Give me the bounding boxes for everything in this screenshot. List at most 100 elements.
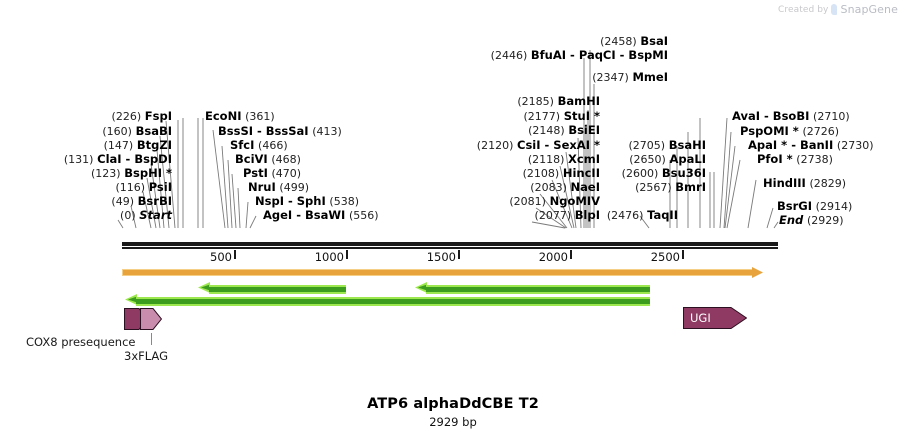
enzyme-pos: (2929): [806, 214, 844, 227]
enzyme-label-bsahi[interactable]: (2705) BsaHI: [628, 139, 706, 152]
enzyme-label-bsai[interactable]: (2458) BsaI: [600, 35, 668, 48]
green-arrow-left-3[interactable]: [125, 294, 650, 306]
enzyme-label-nrui[interactable]: NruI (499): [248, 181, 309, 194]
enzyme-label-pfoi[interactable]: PfoI * (2738): [757, 153, 833, 166]
ruler-label-2500: 2500: [650, 250, 680, 264]
enzyme-pos: (2120): [476, 139, 514, 152]
enzyme-name: ApaI * - BanII: [748, 138, 834, 152]
enzyme-name: BamHI: [557, 94, 600, 108]
sequence-length: 2929 bp: [429, 415, 477, 429]
enzyme-label-bcivi[interactable]: BciVI (468): [235, 153, 301, 166]
enzyme-pos: (556): [348, 209, 379, 222]
enzyme-pos: (2347): [592, 71, 629, 84]
enzyme-label-fspi[interactable]: (226) FspI: [112, 110, 172, 123]
enzyme-label-end[interactable]: End (2929): [779, 214, 844, 227]
enzyme-pos: (116): [115, 181, 146, 194]
enzyme-label-apai-banii[interactable]: ApaI * - BanII (2730): [748, 139, 873, 152]
enzyme-name: AgeI - BsaWI: [263, 208, 346, 222]
enzyme-name: CsiI - SexAI *: [517, 138, 600, 152]
enzyme-label-xcmi[interactable]: (2118) XcmI: [528, 153, 600, 166]
enzyme-label-bsiei[interactable]: (2148) BsiEI: [528, 124, 600, 137]
feature-3xflag[interactable]: [140, 306, 163, 332]
ruler-tick-1000: [346, 250, 348, 259]
snapgene-watermark: Created by SnapGene: [778, 3, 898, 16]
enzyme-pos: (2710): [813, 110, 850, 123]
enzyme-name: PsiI: [148, 180, 172, 194]
enzyme-name: HindIII: [763, 176, 806, 190]
enzyme-label-hindiii[interactable]: HindIII (2829): [763, 177, 846, 190]
enzyme-name: End: [779, 213, 804, 227]
enzyme-name: BsaHI: [668, 138, 706, 152]
green-arrow-body: [426, 285, 650, 294]
enzyme-pos: (226): [111, 110, 142, 123]
enzyme-label-psti[interactable]: PstI (470): [243, 167, 301, 180]
feature-label-3xflag: 3xFLAG: [124, 349, 168, 363]
green-arrow-head: [125, 294, 137, 305]
enzyme-label-layer: (226) FspI (160) BsaBI (147) BtgZI (131)…: [64, 35, 874, 227]
enzyme-pos: (2726): [802, 125, 840, 138]
enzyme-label-taqii[interactable]: (2476) TaqII: [607, 209, 678, 222]
ruler-label-2000: 2000: [538, 250, 568, 264]
ruler-tick-500: [234, 250, 236, 259]
enzyme-label-bsrgi[interactable]: BsrGI (2914): [777, 200, 852, 213]
enzyme-pos: (2148): [528, 124, 565, 137]
green-arrow-head: [415, 282, 427, 293]
sequence-backbone[interactable]: [122, 242, 778, 249]
ruler-tick-1500: [458, 250, 460, 259]
feature-ugi[interactable]: UGI: [683, 305, 748, 331]
enzyme-label-bsphi[interactable]: (123) BspHI *: [91, 167, 172, 180]
enzyme-pos: (2108): [522, 167, 560, 180]
enzyme-label-clai-bspdi[interactable]: (131) ClaI - BspDI: [64, 153, 172, 166]
enzyme-pos: (2081): [509, 195, 546, 208]
enzyme-label-mmei[interactable]: (2347) MmeI: [592, 71, 668, 84]
green-arrow-left-2[interactable]: [415, 282, 650, 294]
enzyme-pos: (2458): [600, 35, 637, 48]
enzyme-name: BsaI: [640, 34, 668, 48]
enzyme-pos: (49): [111, 195, 135, 208]
enzyme-label-stui[interactable]: (2177) StuI *: [524, 110, 601, 123]
enzyme-label-agei-bsawi[interactable]: AgeI - BsaWI (556): [263, 209, 379, 222]
orange-orf-arrow[interactable]: [122, 267, 778, 278]
enzyme-pos: (470): [271, 167, 302, 180]
enzyme-pos: (147): [103, 139, 134, 152]
ruler-label-1000: 1000: [314, 250, 344, 264]
enzyme-name: NspI - SphI: [255, 194, 326, 208]
enzyme-label-csii-sexai[interactable]: (2120) CsiI - SexAI *: [477, 139, 600, 152]
enzyme-label-apali[interactable]: (2650) ApaLI: [629, 153, 706, 166]
snapgene-logo-icon: [831, 4, 838, 15]
enzyme-label-hincii[interactable]: (2108) HincII: [523, 167, 600, 180]
enzyme-pos: (361): [245, 110, 275, 123]
enzyme-name: NaeI: [570, 180, 600, 194]
enzyme-pos: (2077): [534, 209, 572, 222]
green-arrow-left-1[interactable]: [198, 282, 346, 294]
enzyme-label-start[interactable]: (0) Start: [120, 209, 172, 222]
enzyme-name: BsaBI: [135, 124, 172, 138]
enzyme-pos: (2118): [527, 153, 565, 166]
enzyme-label-bsrbi[interactable]: (49) BsrBI: [111, 195, 172, 208]
enzyme-label-psii[interactable]: (116) PsiI: [115, 181, 172, 194]
enzyme-name: ClaI - BspDI: [97, 152, 172, 166]
enzyme-label-sfci[interactable]: SfcI (466): [230, 139, 288, 152]
enzyme-label-naei[interactable]: (2083) NaeI: [530, 181, 600, 194]
enzyme-label-btgzi[interactable]: (147) BtgZI: [104, 139, 172, 152]
enzyme-label-ngomiv[interactable]: (2081) NgoMIV: [509, 195, 600, 208]
enzyme-label-econi[interactable]: EcoNI (361): [205, 110, 275, 123]
green-arrow-row-2: [0, 294, 906, 306]
enzyme-label-bsssi-bsssai[interactable]: BssSI - BssSaI (413): [218, 125, 342, 138]
enzyme-name: PfoI *: [757, 152, 793, 166]
enzyme-name: PspOMI *: [740, 124, 799, 138]
enzyme-name: AvaI - BsoBI: [732, 109, 810, 123]
enzyme-label-bsabi[interactable]: (160) BsaBI: [102, 125, 172, 138]
orange-arrow-head: [752, 267, 763, 278]
enzyme-label-blpi[interactable]: (2077) BlpI: [535, 209, 600, 222]
enzyme-label-bfuai-paqci-bspmi[interactable]: (2446) BfuAI - PaqCI - BspMI: [491, 49, 668, 62]
sequence-name: ATP6 alphaDdCBE T2: [367, 396, 539, 412]
enzyme-label-bmri[interactable]: (2567) BmrI: [635, 181, 706, 194]
enzyme-label-nspi-sphi[interactable]: NspI - SphI (538): [255, 195, 359, 208]
enzyme-label-bsu36i[interactable]: (2600) Bsu36I: [622, 167, 706, 180]
enzyme-label-pspomi[interactable]: PspOMI * (2726): [740, 125, 839, 138]
enzyme-label-bamhi[interactable]: (2185) BamHI: [517, 95, 600, 108]
enzyme-label-avai-bsobi[interactable]: AvaI - BsoBI (2710): [732, 110, 850, 123]
enzyme-name: Bsu36I: [661, 166, 706, 180]
